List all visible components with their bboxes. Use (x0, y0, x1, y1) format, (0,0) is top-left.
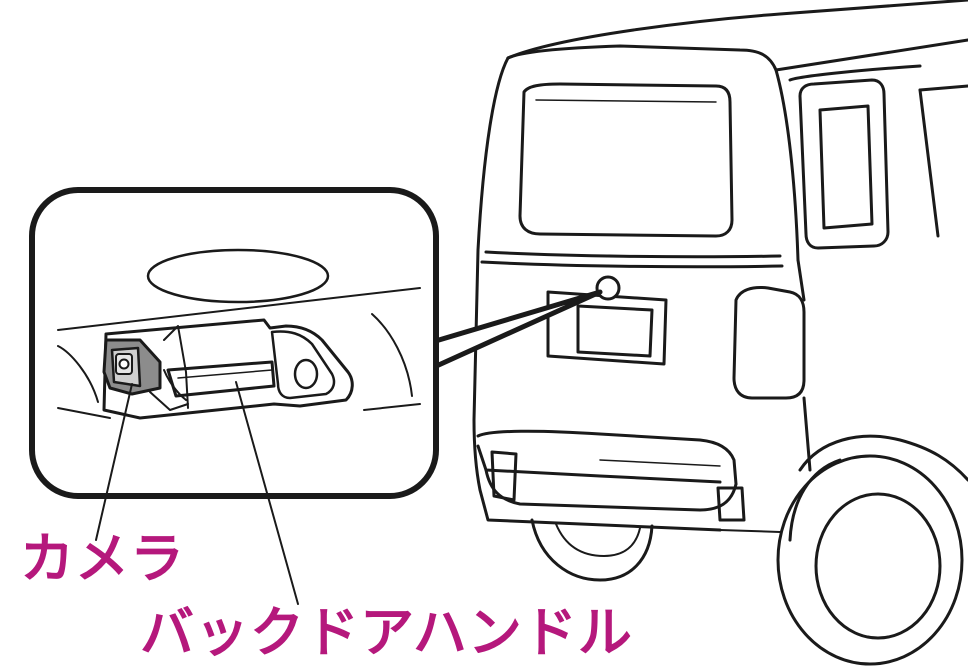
wheel-outer (776, 454, 964, 666)
callout-leader (409, 289, 603, 371)
camera-label: カメラ (20, 527, 185, 590)
camera-leader-line (95, 383, 133, 541)
camera-unit (102, 338, 162, 396)
wheel-inner (814, 492, 942, 640)
handle-leader-line (235, 381, 299, 605)
van-camera-marker (595, 275, 621, 301)
camera-callout (29, 187, 603, 499)
back-door-handle-label: バックドアハンドル (140, 601, 633, 664)
van-illustration (472, 0, 968, 666)
